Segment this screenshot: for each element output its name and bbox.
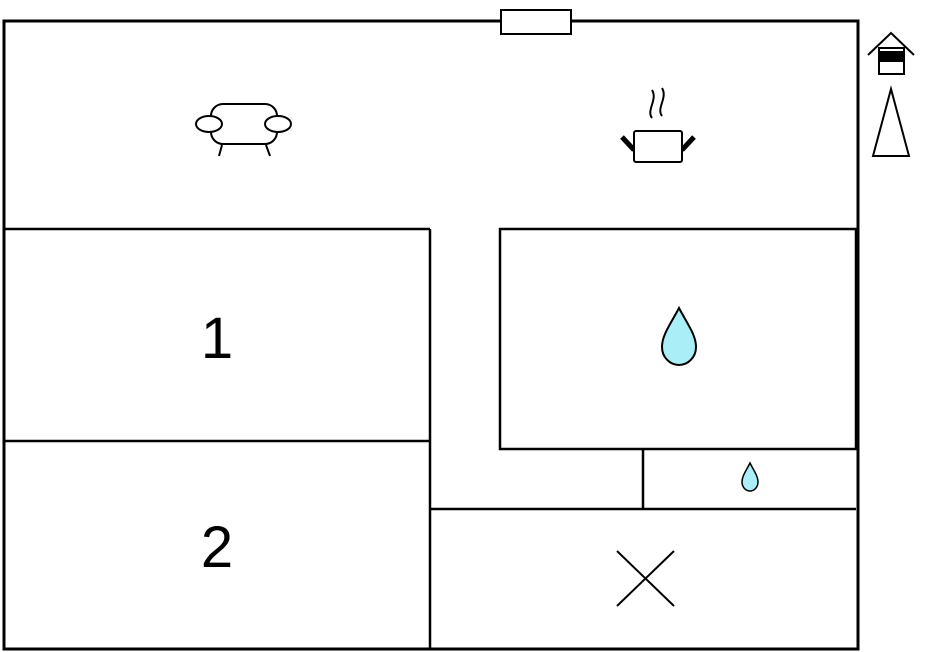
small-water-drop-icon [741, 461, 759, 492]
interior-walls [4, 227, 858, 649]
room-label-1: 1 [201, 306, 233, 371]
cooking-pot-icon [620, 87, 696, 163]
north-arrow-icon [871, 85, 911, 157]
sofa-icon [195, 103, 292, 157]
house-entrance-icon [867, 31, 915, 75]
cross-icon [616, 550, 675, 607]
window [500, 9, 572, 35]
room-label-2: 2 [201, 515, 233, 580]
water-drop-icon [660, 305, 698, 366]
